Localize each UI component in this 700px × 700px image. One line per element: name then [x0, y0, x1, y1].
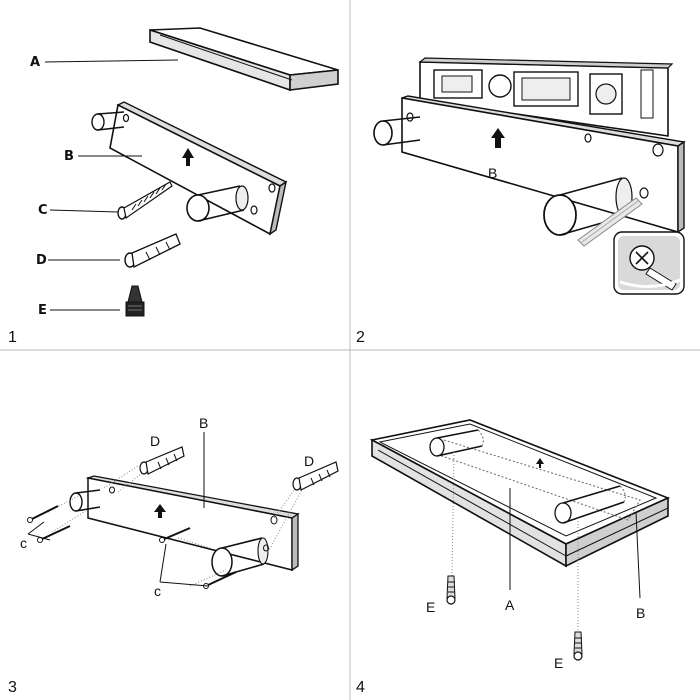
label-e: E	[38, 303, 47, 318]
label-c-left: c	[20, 535, 27, 551]
guide-lines-c	[47, 495, 227, 587]
label-d-left: D	[150, 433, 160, 449]
label-e-right: E	[554, 655, 563, 671]
up-arrow-icon	[491, 128, 505, 148]
shelf-part-a	[149, 27, 339, 92]
bracket-part-b	[91, 101, 288, 236]
up-arrow-icon	[536, 458, 544, 468]
step-number-1: 1	[8, 329, 17, 346]
leader-c-left	[27, 521, 51, 541]
panel-1: A B	[8, 27, 339, 346]
label-e-left: E	[426, 599, 435, 615]
label-d-right: D	[304, 453, 314, 469]
label-d: D	[36, 253, 47, 268]
leader-b	[635, 511, 641, 599]
label-a: A	[505, 597, 515, 613]
bracket-b-wall	[373, 95, 686, 236]
bracket-b-drilled	[69, 475, 300, 577]
anchor-d-right	[292, 461, 339, 491]
label-b: B	[488, 165, 497, 181]
pencil-icon	[577, 197, 643, 247]
shelf-assembled	[369, 419, 671, 568]
leader-c-right	[159, 543, 209, 587]
leader-a	[44, 59, 179, 63]
screw-e-right	[573, 631, 583, 661]
up-arrow-icon	[182, 148, 194, 166]
step-number-3: 3	[8, 679, 17, 696]
panel-4: E A B E 4	[356, 419, 671, 696]
panel-3: D D B c c 3	[8, 415, 339, 696]
label-a: A	[30, 55, 40, 70]
label-b: B	[64, 149, 74, 164]
leader-c	[49, 209, 119, 213]
screws-c-left	[27, 505, 71, 543]
nut-part-e	[125, 285, 145, 317]
marking-detail-inset	[613, 231, 685, 295]
label-b: B	[636, 605, 645, 621]
up-arrow-icon	[154, 504, 166, 518]
step-number-4: 4	[356, 679, 365, 696]
label-b: B	[199, 415, 208, 431]
screw-e-left	[446, 575, 456, 605]
label-c-right: c	[154, 583, 161, 599]
screws-c-right	[159, 527, 237, 589]
anchor-part-d	[124, 233, 181, 268]
screw-part-c	[117, 181, 173, 220]
step-number-2: 2	[356, 329, 365, 346]
anchor-d-left	[139, 446, 185, 475]
spirit-level	[418, 57, 674, 137]
panel-2: B 2	[356, 57, 686, 346]
label-c: C	[38, 203, 48, 218]
